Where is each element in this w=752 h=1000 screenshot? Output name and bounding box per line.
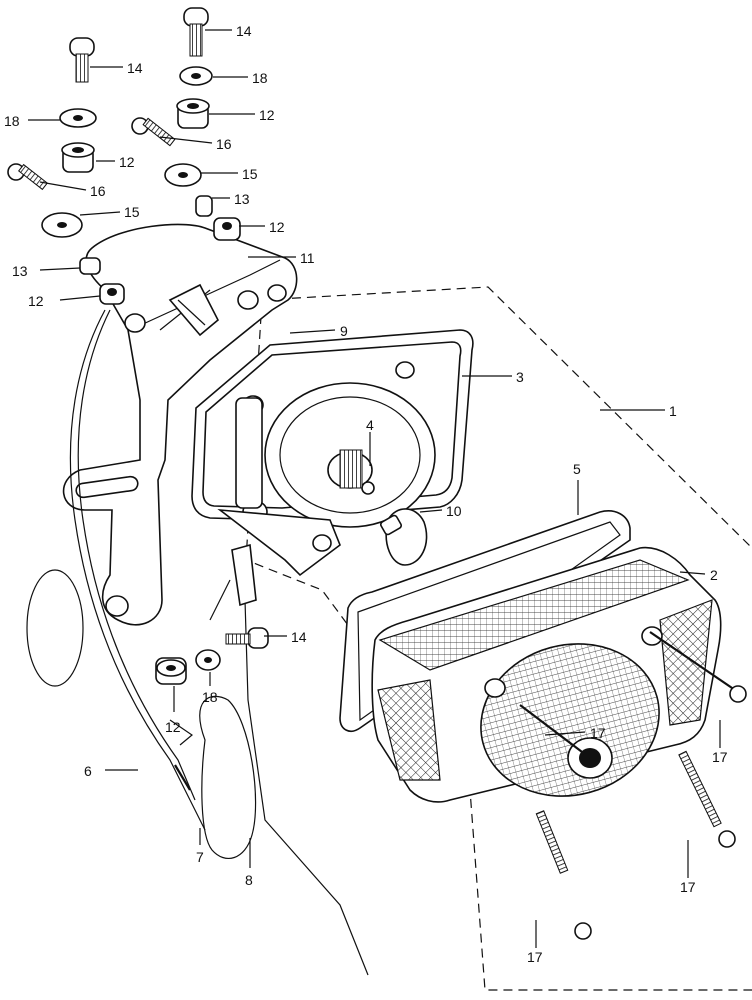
callout-4: 4	[366, 417, 374, 433]
callout-16-b: 16	[216, 136, 232, 152]
callout-12-c: 12	[259, 107, 275, 123]
collar-13-a	[195, 195, 213, 217]
callout-16-a: 16	[90, 183, 106, 199]
callout-18-b: 18	[252, 70, 268, 86]
callout-13-a: 13	[12, 263, 28, 279]
mounting-bracket	[62, 223, 298, 626]
callout-6: 6	[84, 763, 92, 779]
washer-15-b	[164, 163, 202, 187]
bolt-14-c	[225, 627, 269, 649]
leader-lines	[28, 29, 721, 948]
callout-labels: 1 2 3 4 5 6 7 8 9 10 11 12 12 12 12 12 1…	[4, 23, 728, 965]
collar-13-b	[79, 257, 101, 275]
callout-18-c: 18	[202, 689, 218, 705]
bolt-14-a	[69, 37, 95, 83]
callout-17-d: 17	[527, 949, 543, 965]
bolt-16-b	[131, 117, 176, 147]
callout-7: 7	[196, 849, 204, 865]
callout-14-b: 14	[236, 23, 252, 39]
callout-14-a: 14	[127, 60, 143, 76]
callout-12-b: 12	[119, 154, 135, 170]
grommet-12-c	[213, 217, 241, 241]
lens-screws	[519, 631, 747, 940]
callout-12-a: 12	[28, 293, 44, 309]
tail-lens	[371, 546, 722, 803]
callout-12-d: 12	[269, 219, 285, 235]
washer-18-b	[179, 66, 213, 86]
grommet-12-e	[155, 657, 187, 685]
washer-18-a	[59, 108, 97, 128]
callout-15-a: 15	[124, 204, 140, 220]
callout-12-e: 12	[165, 719, 181, 735]
callout-15-b: 15	[242, 166, 258, 182]
bolt-16-a	[7, 163, 48, 191]
washer-15-a	[41, 212, 83, 238]
callout-17-b: 17	[712, 749, 728, 765]
callout-17-a: 17	[590, 725, 606, 741]
washer-18-c	[195, 649, 221, 671]
callout-17-c: 17	[680, 879, 696, 895]
callout-11: 11	[300, 250, 315, 266]
bulb-socket	[327, 449, 375, 495]
bolt-14-b	[183, 7, 209, 57]
bulb	[380, 508, 428, 566]
callout-3: 3	[516, 369, 524, 385]
wiring	[26, 309, 369, 976]
lens-housing	[191, 329, 474, 577]
callout-9: 9	[340, 323, 348, 339]
callout-14-c: 14	[291, 629, 307, 645]
callout-2: 2	[710, 567, 718, 583]
grommet-12-b	[176, 98, 210, 129]
grommet-12-a	[61, 142, 95, 173]
callout-1: 1	[669, 403, 677, 419]
callout-10: 10	[446, 503, 462, 519]
callout-18-a: 18	[4, 113, 20, 129]
callout-8: 8	[245, 872, 253, 888]
callout-5: 5	[573, 461, 581, 477]
grommet-12-d	[99, 283, 125, 305]
callout-13-b: 13	[234, 191, 250, 207]
